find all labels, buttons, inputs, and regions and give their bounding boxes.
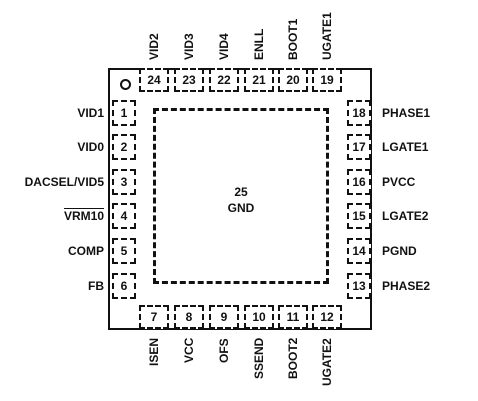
pin-pad-top-22: 22 [209, 68, 239, 92]
pin-label-bottom-7: ISEN [147, 337, 161, 366]
pin-pad-bottom-7: 7 [139, 305, 169, 329]
pin-label-top-24: VID2 [147, 33, 161, 60]
pin-label-top-19: UGATE1 [320, 12, 334, 60]
pin-pad-bottom-9: 9 [209, 305, 239, 329]
pin-pad-left-4: 4 [112, 203, 136, 229]
pin-label-bottom-12: UGATE2 [320, 338, 334, 386]
pin-pad-right-14: 14 [347, 238, 371, 264]
pin-pad-left-3: 3 [112, 169, 136, 195]
exposed-pad [153, 108, 329, 284]
pin-label-top-22: VID4 [217, 33, 231, 60]
pin-pad-top-20: 20 [278, 68, 308, 92]
pin-pad-right-17: 17 [347, 134, 371, 160]
pin-label-right-15: LGATE2 [382, 209, 429, 223]
pin-pad-top-24: 24 [139, 68, 169, 92]
center-pad-name: GND [227, 201, 255, 215]
pin-pad-left-2: 2 [112, 134, 136, 160]
pin-label-top-21: ENLL [252, 28, 266, 60]
pin-pad-top-19: 19 [312, 68, 342, 92]
pin-pad-left-5: 5 [112, 238, 136, 264]
pin-label-right-17: LGATE1 [382, 140, 429, 154]
pin-pad-bottom-10: 10 [244, 305, 274, 329]
pin-pad-right-15: 15 [347, 203, 371, 229]
pin-label-left-1: VID1 [77, 106, 104, 120]
pin-label-top-23: VID3 [182, 33, 196, 60]
pin-pad-left-1: 1 [112, 100, 136, 126]
pin-label-left-4: VRM10 [63, 209, 104, 223]
pin-label-left-3: DACSEL/VID5 [24, 175, 104, 189]
pin-label-bottom-11: BOOT2 [286, 337, 300, 379]
center-pad-number: 25 [234, 185, 248, 199]
pin-label-bottom-9: OFS [217, 338, 231, 363]
pin-label-right-16: PVCC [382, 175, 416, 189]
pin-pad-bottom-8: 8 [174, 305, 204, 329]
pin-label-right-13: PHASE2 [382, 279, 431, 293]
pin-label-top-20: BOOT1 [286, 18, 300, 60]
pin-pad-right-18: 18 [347, 100, 371, 126]
pin-pad-bottom-11: 11 [278, 305, 308, 329]
pin-label-left-2: VID0 [77, 140, 104, 154]
pin-pad-right-16: 16 [347, 169, 371, 195]
pin-pad-top-23: 23 [174, 68, 204, 92]
pin-label-left-6: FB [88, 279, 104, 293]
pin-label-right-18: PHASE1 [382, 106, 431, 120]
pin-label-right-14: PGND [382, 244, 417, 258]
pin-label-bottom-8: VCC [182, 337, 196, 363]
pin-pad-right-13: 13 [347, 273, 371, 299]
pin-label-bottom-10: SSEND [252, 337, 266, 379]
pin-pad-top-21: 21 [244, 68, 274, 92]
pin-pad-left-6: 6 [112, 273, 136, 299]
pin-pad-bottom-12: 12 [312, 305, 342, 329]
pin1-marker-icon [120, 79, 131, 90]
pin-label-left-5: COMP [68, 244, 104, 258]
